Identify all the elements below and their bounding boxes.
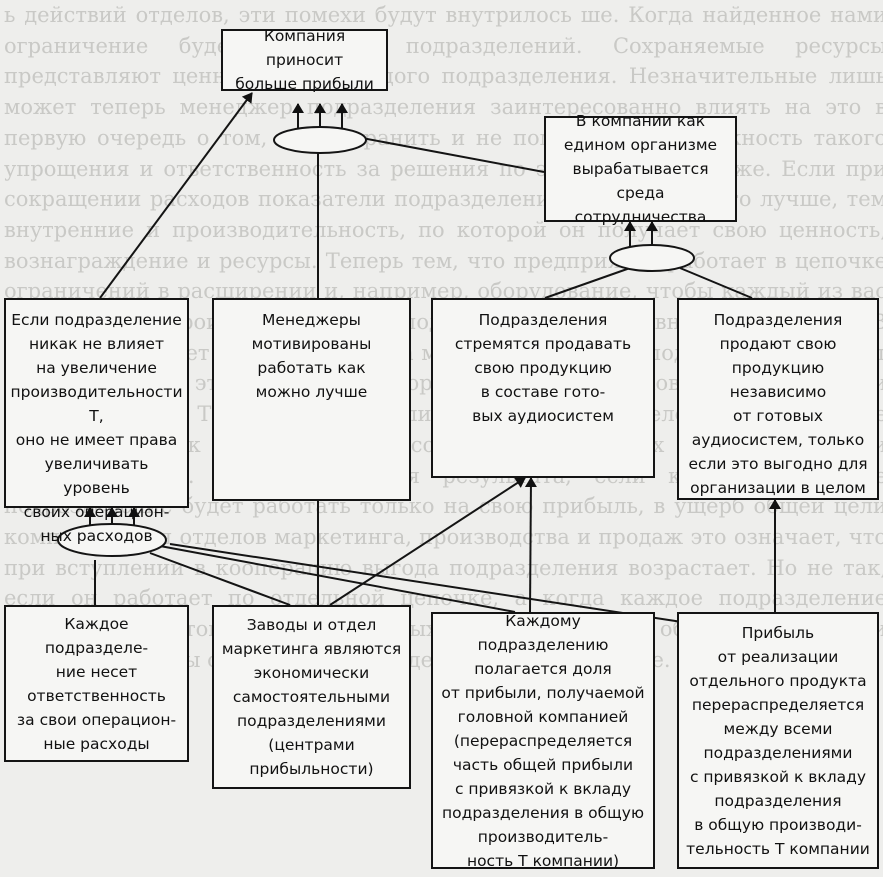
line-redistribution-to-left-ellipse [169, 543, 683, 623]
box-profit-share: Каждому подразделению полагается доля от… [431, 612, 655, 870]
line-share-to-left-ellipse [159, 545, 516, 613]
box-cooperation-environment: В компании как едином организме вырабаты… [544, 112, 737, 226]
box-sell-independently: Подразделения продают свою продукцию нез… [677, 298, 879, 500]
ellipse-left-junction [57, 523, 167, 557]
box-sell-in-system: Подразделения стремятся продавать свою п… [431, 298, 655, 478]
line-plants-to-left-ellipse [149, 552, 291, 606]
ellipse-top-junction [273, 126, 367, 154]
box-company-profit: Компания приносит больше прибыли [221, 27, 388, 93]
box-profit-redistribution: Прибыль от реализации отдельного продукт… [677, 612, 879, 869]
box-managers-motivated: Менеджеры мотивированы работать как можн… [212, 298, 411, 501]
line-ellipse-to-sell-independent [679, 267, 753, 299]
line-ellipse-to-sell-system [544, 267, 631, 299]
line-share-to-sell-system [524, 477, 537, 613]
arrow-no-influence-to-profit [99, 92, 253, 299]
box-no-influence: Если подразделение никак не влияет на ув… [4, 298, 189, 545]
box-operational-responsibility: Каждое подразделе- ние несет ответственн… [4, 605, 189, 762]
ellipse-right-junction [609, 244, 695, 272]
line-organism-to-ellipse [361, 137, 545, 173]
box-profit-centers: Заводы и отдел маркетинга являются эконо… [212, 605, 411, 789]
